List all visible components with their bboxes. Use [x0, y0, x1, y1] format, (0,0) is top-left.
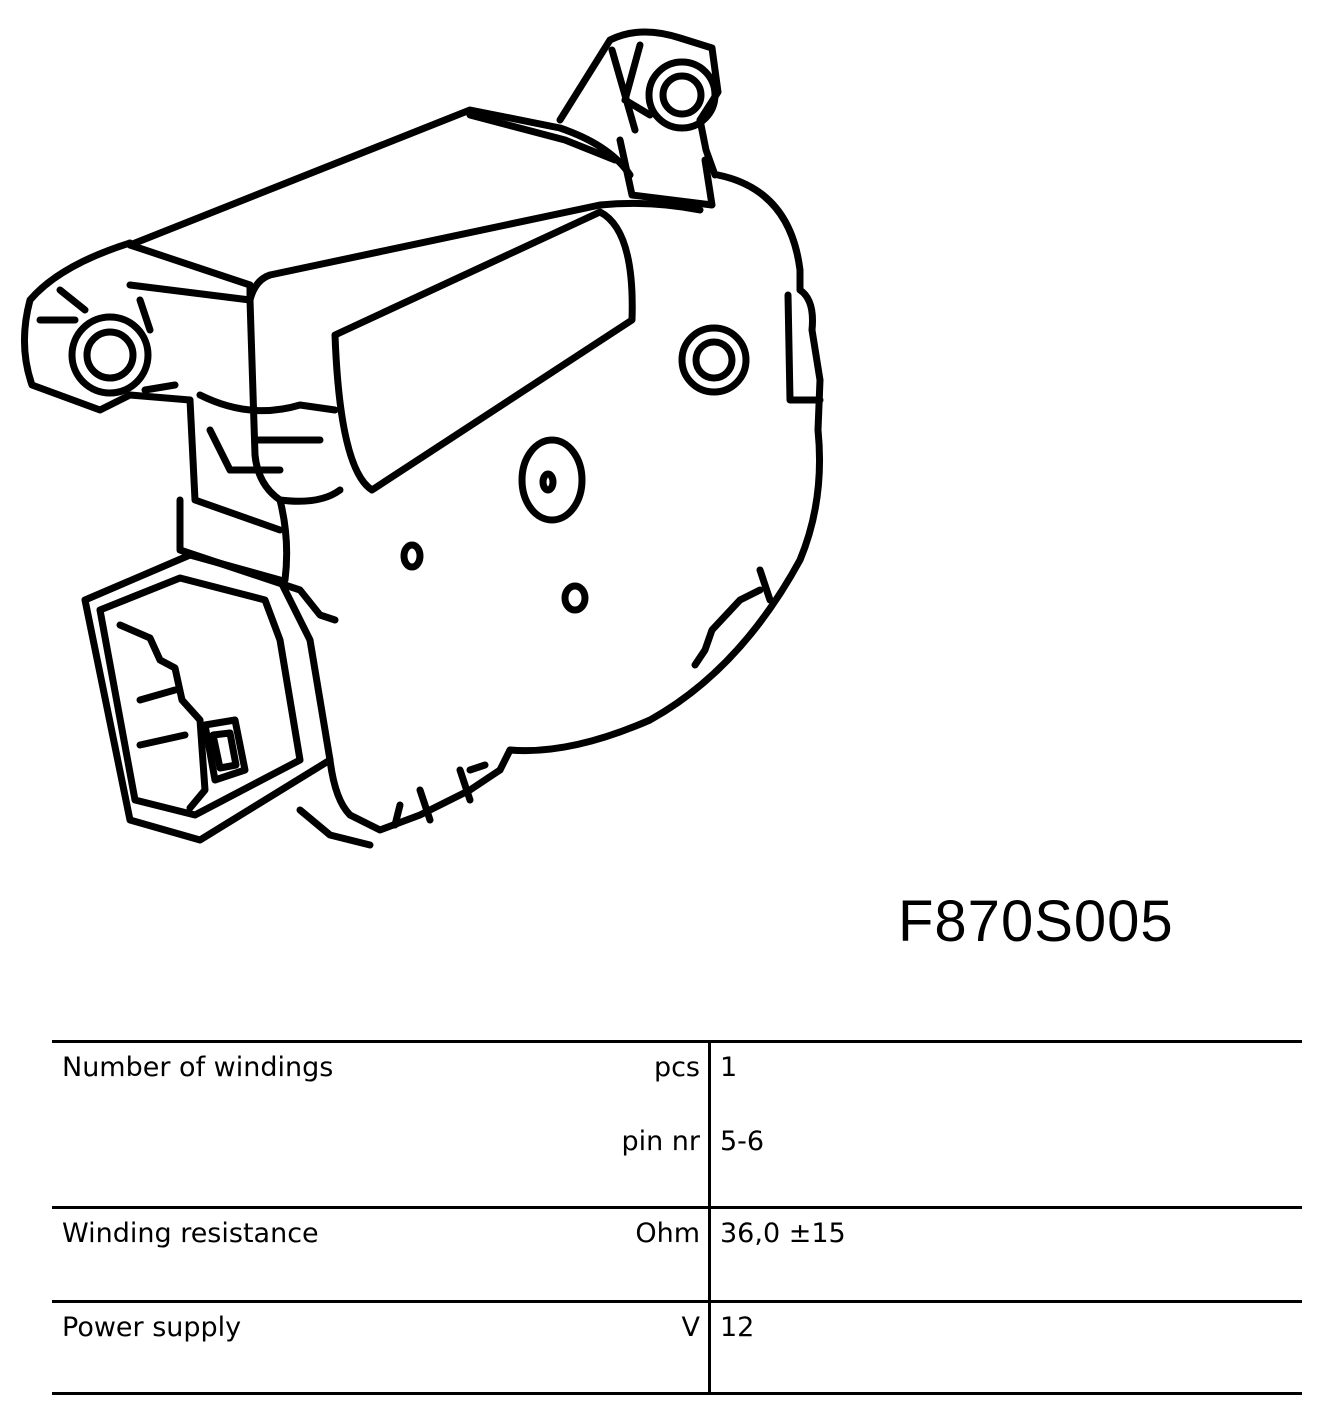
table-rule — [52, 1300, 1302, 1303]
spec-label: Number of windings — [62, 1052, 334, 1083]
spec-value: 12 — [720, 1312, 755, 1343]
table-rule — [52, 1206, 1302, 1209]
spec-unit: pcs — [653, 1052, 700, 1083]
table-rule-top — [52, 1040, 1302, 1043]
spec-unit: V — [681, 1312, 700, 1343]
actuator-drawing-icon — [21, 28, 824, 849]
table-column-divider — [708, 1040, 711, 1394]
spec-label: Winding resistance — [62, 1218, 319, 1249]
part-number: F870S005 — [898, 889, 1174, 954]
spec-label: Power supply — [62, 1312, 242, 1343]
spec-value: 36,0 ±15 — [720, 1218, 846, 1249]
spec-unit: Ohm — [635, 1218, 700, 1249]
table-rule-bottom — [52, 1392, 1302, 1395]
spec-value: 1 — [720, 1052, 738, 1083]
spec-value: 5-6 — [720, 1126, 765, 1157]
spec-unit: pin nr — [621, 1126, 700, 1157]
